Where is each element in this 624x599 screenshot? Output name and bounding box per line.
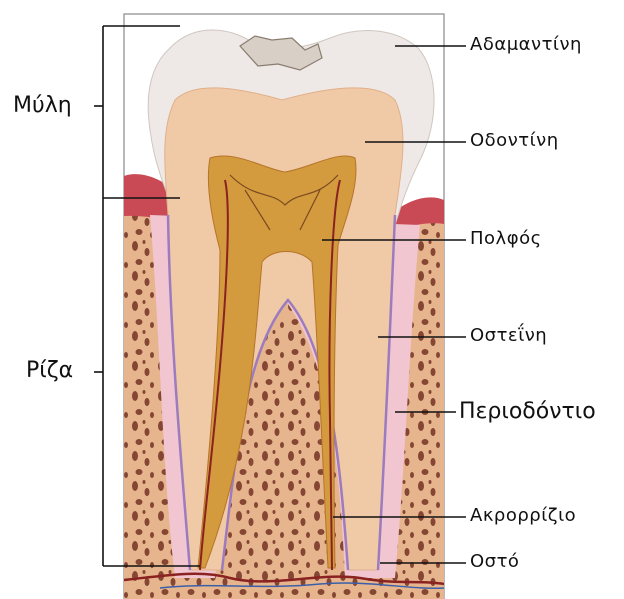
- label-enamel: Αδαμαντίνη: [470, 36, 582, 54]
- label-bone: Οστό: [470, 553, 519, 571]
- label-pulp: Πολφός: [470, 230, 542, 248]
- label-root: Ρίζα: [26, 360, 73, 382]
- label-cementum: Οστεΐνη: [470, 327, 547, 345]
- label-dentin: Οδοντίνη: [470, 132, 559, 150]
- label-crown: Μύλη: [13, 95, 72, 117]
- label-apex: Ακρορρίζιο: [470, 507, 576, 525]
- label-periodontium: Περιοδόντιο: [459, 401, 596, 423]
